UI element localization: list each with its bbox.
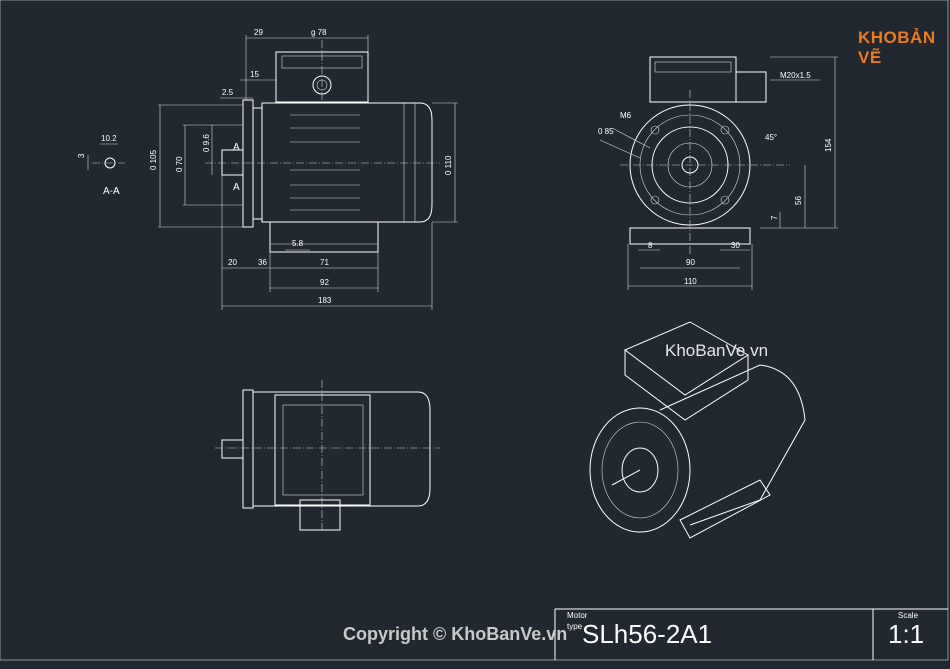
- feet: [269, 221, 379, 253]
- dim-10-2: 10.2: [101, 134, 117, 143]
- dim-m20: M20x1.5: [780, 71, 811, 80]
- dim-20: 20: [228, 258, 237, 267]
- section-aa-detail: [87, 143, 125, 170]
- iso-flange: [589, 407, 691, 533]
- dim-30: 30: [731, 241, 740, 250]
- dim-110: 0 110: [444, 155, 453, 175]
- flange: [242, 99, 254, 228]
- dim-154: 154: [824, 138, 833, 152]
- logo-text-banve: BẢN VẼ: [858, 28, 936, 67]
- dim-36: 36: [258, 258, 267, 267]
- kho-ban-ve-logo: KHOBẢN VẼ: [852, 22, 942, 67]
- front-view: M6 0 85 45° M20x1.5 154 56 7 8 30 90 110: [598, 56, 838, 290]
- copyright-watermark: Copyright © KhoBanVe.vn: [343, 624, 568, 644]
- dim-71: 71: [320, 258, 329, 267]
- dim-110-front: 110: [684, 277, 697, 286]
- iso-feet: [679, 479, 771, 539]
- dim-9-6: 0 9.6: [202, 134, 211, 152]
- side-view: 29 g 78 15 2.5 0 105 0 70 0 9.6 0 110 5.…: [77, 28, 458, 310]
- iso-view: [589, 321, 806, 539]
- dim-8: 8: [648, 241, 653, 250]
- dim-70: 0 70: [175, 156, 184, 172]
- dim-90: 90: [686, 258, 695, 267]
- dim-2-5: 2.5: [222, 88, 234, 97]
- dim-m6: M6: [620, 111, 632, 120]
- top-terminal-box: [274, 394, 371, 506]
- title-type-value: SLh56-2A1: [582, 619, 713, 649]
- top-motor-body: [252, 391, 431, 507]
- motor-body: [261, 102, 433, 223]
- dim-183: 183: [318, 296, 332, 305]
- dim-45: 45°: [765, 133, 777, 142]
- title-block: [554, 608, 948, 660]
- dim-78: g 78: [311, 28, 327, 37]
- dim-105: 0 105: [149, 149, 158, 170]
- title-scale-label: Scale: [898, 611, 919, 620]
- front-feet: [629, 227, 751, 245]
- dim-29: 29: [254, 28, 263, 37]
- shaft: [221, 149, 244, 176]
- section-a-top: A: [233, 142, 240, 153]
- watermark-center: KhoBanVe.vn: [665, 341, 769, 360]
- dim-7: 7: [770, 215, 779, 220]
- terminal-box: [275, 51, 369, 103]
- front-terminal-box: [649, 56, 737, 103]
- section-a-bottom: A: [233, 182, 240, 193]
- title-motor-label: Motor: [567, 611, 588, 620]
- dim-3: 3: [77, 153, 86, 158]
- top-view: [215, 380, 440, 531]
- front-cable-gland: [735, 71, 767, 103]
- iso-shaft: [611, 469, 641, 486]
- dim-15: 15: [250, 70, 259, 79]
- dim-56: 56: [794, 196, 803, 205]
- dim-85: 0 85: [598, 127, 614, 136]
- title-scale-value: 1:1: [888, 619, 925, 649]
- logo-text: KHOBẢN VẼ: [858, 28, 942, 68]
- section-aa-label: A-A: [103, 186, 120, 197]
- iso-body: [659, 364, 806, 526]
- title-type-label: type: [567, 622, 583, 631]
- logo-text-kho: KHO: [858, 28, 898, 47]
- dim-5-8: 5.8: [292, 239, 304, 248]
- dim-92: 92: [320, 278, 329, 287]
- top-shaft: [221, 439, 244, 459]
